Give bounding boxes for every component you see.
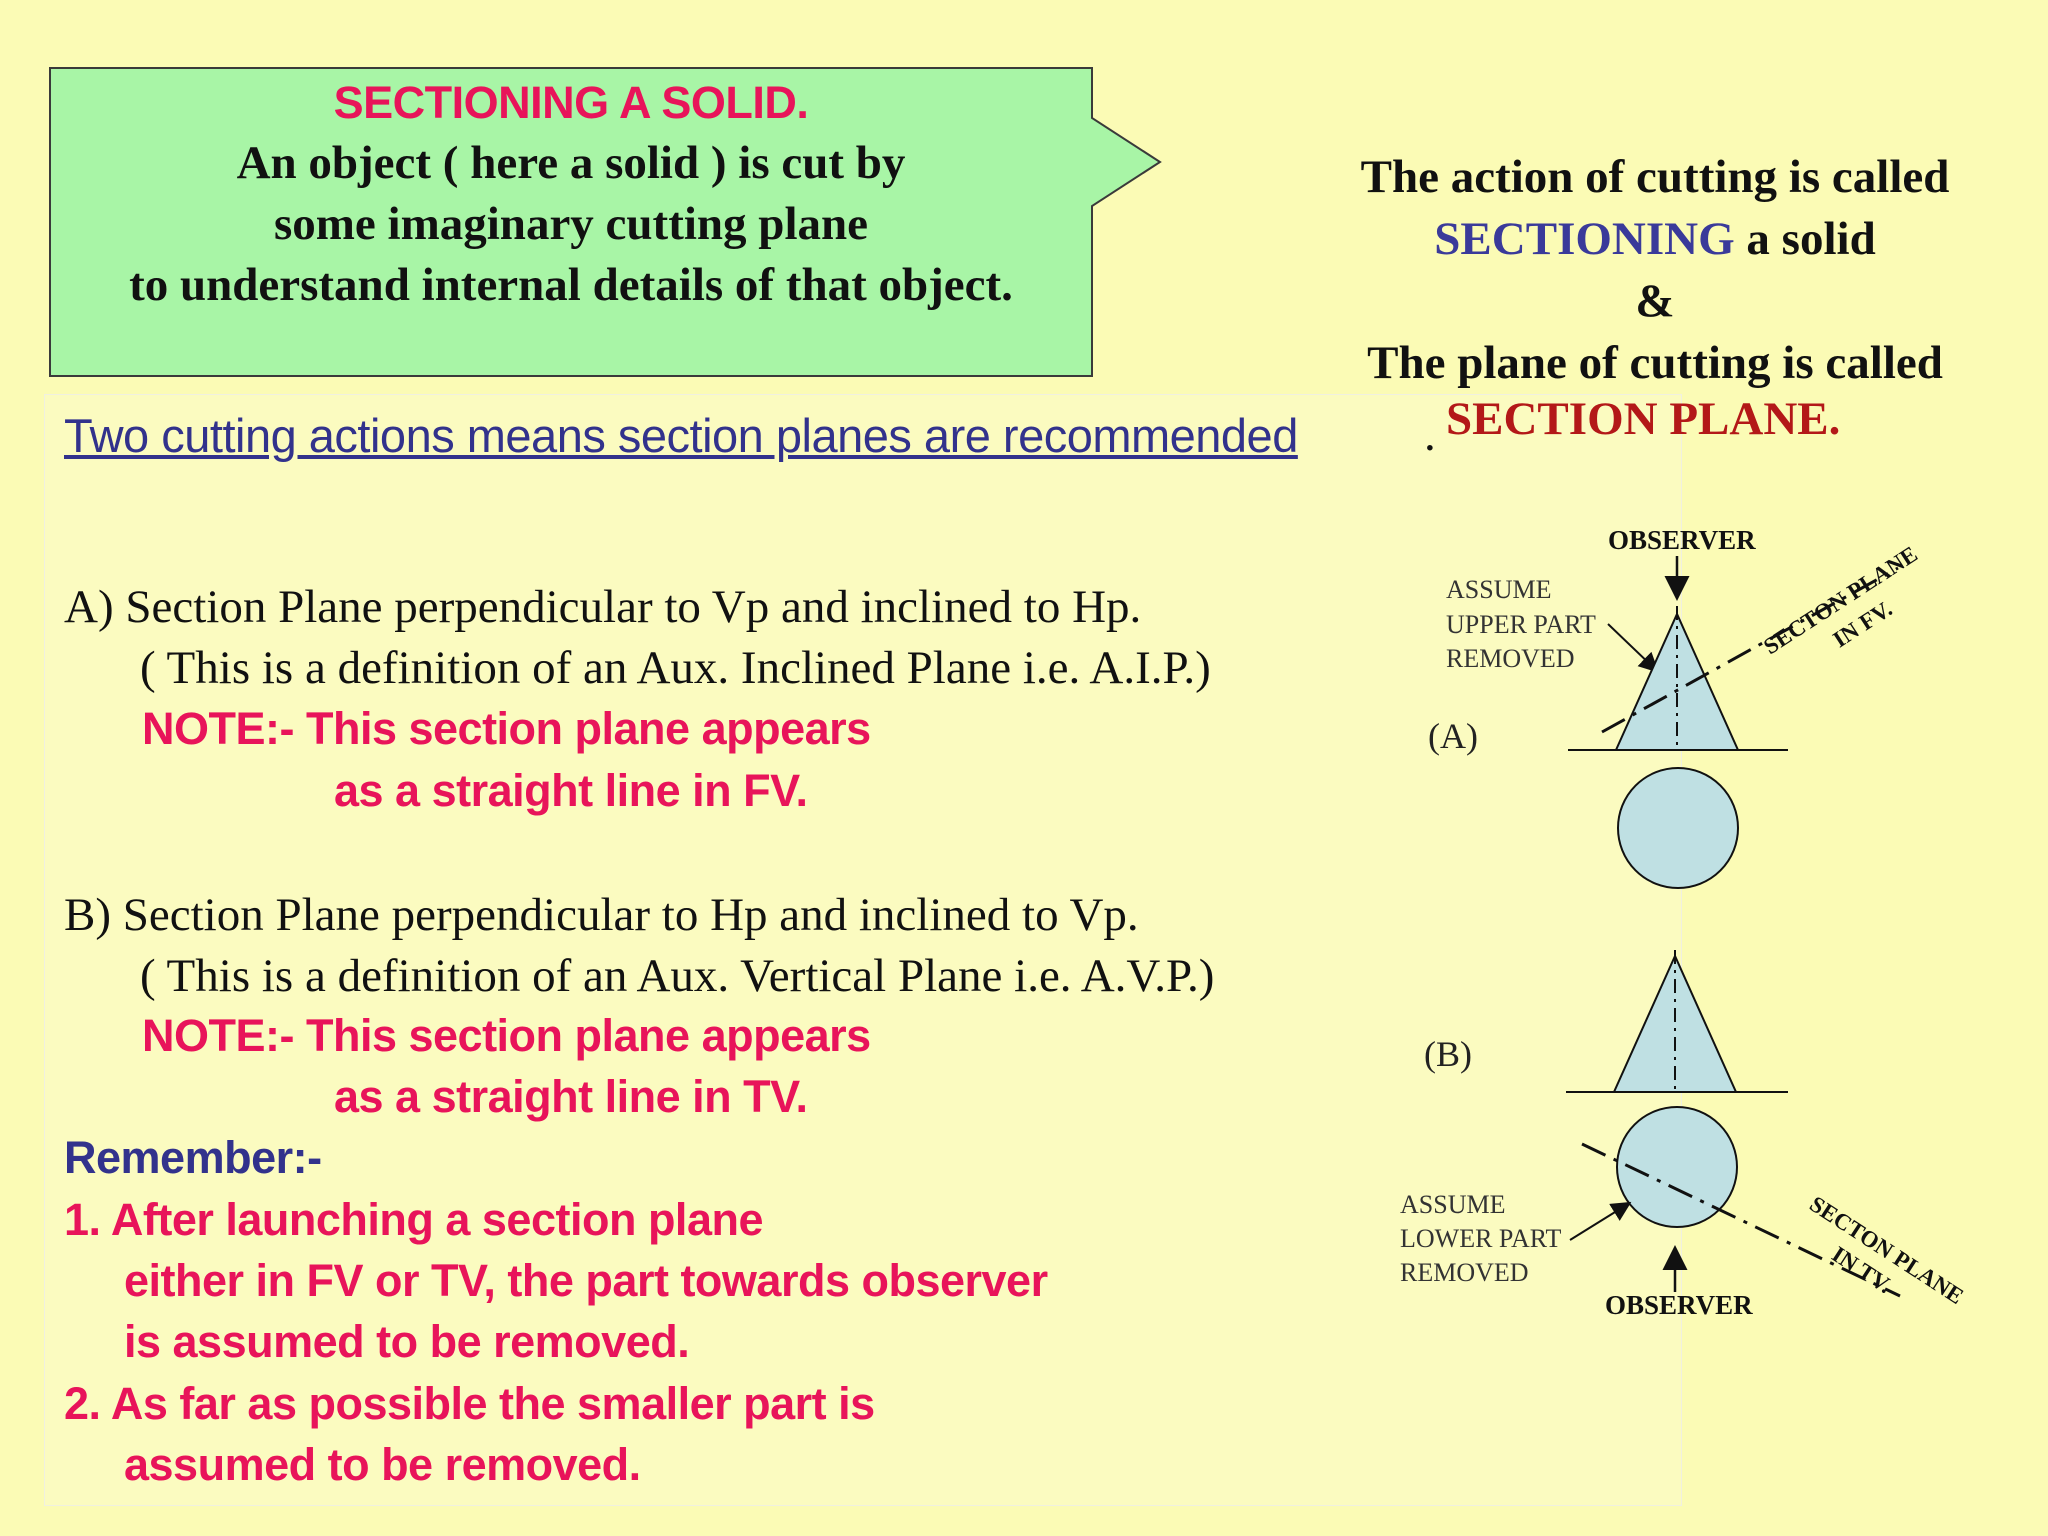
definition-line-1: The action of cutting is called [1360, 151, 1950, 203]
sectioning-term: SECTIONING [1434, 213, 1735, 265]
case-b-note-2: as a straight line in TV. [334, 1071, 808, 1122]
label-a: (A) [1428, 716, 1478, 756]
case-b-note-1: NOTE:- This section plane appears [142, 1010, 871, 1061]
callout-line-2: some imaginary cutting plane [273, 198, 869, 250]
definition-text: The action of cutting is called SECTIONI… [1290, 146, 2020, 394]
case-b-line-2: ( This is a definition of an Aux. Vertic… [140, 950, 1215, 1002]
callout-line-1: An object ( here a solid ) is cut by [236, 137, 906, 189]
case-a-line-2: ( This is a definition of an Aux. Inclin… [140, 642, 1211, 694]
case-a-note-2: as a straight line in FV. [334, 765, 808, 816]
assume-lower-3: REMOVED [1400, 1258, 1529, 1287]
section-plane-fv [1601, 566, 1899, 734]
a-solid-text: a solid [1734, 213, 1876, 265]
section-plane-term: SECTION PLANE. [1446, 393, 1841, 445]
label-b: (B) [1424, 1034, 1472, 1074]
case-b-line-1: B) Section Plane perpendicular to Hp and… [64, 889, 1139, 941]
definition-line-4: The plane of cutting is called [1367, 337, 1943, 389]
definition-line-2: SECTIONING a solid [1290, 208, 2020, 270]
cone-top-view-b [1616, 1106, 1738, 1228]
callout-box [49, 67, 1162, 377]
section-plane-tv [1581, 1142, 1901, 1298]
assume-lower-1: ASSUME [1400, 1190, 1505, 1219]
case-a-note-1: NOTE:- This section plane appears [142, 703, 871, 754]
remember-heading: Remember:- [64, 1132, 322, 1183]
content-panel [44, 394, 1682, 1506]
assume-upper-1: ASSUME [1446, 575, 1551, 604]
callout-text: SECTIONING A SOLID. An object ( here a s… [52, 72, 1090, 316]
case-a-line-1: A) Section Plane perpendicular to Vp and… [64, 581, 1142, 633]
remember-2a: 2. As far as possible the smaller part i… [64, 1378, 875, 1429]
remember-1c: is assumed to be removed. [124, 1316, 690, 1367]
assume-lower-arrow [1569, 1201, 1632, 1241]
remember-1b: either in FV or TV, the part towards obs… [124, 1255, 1048, 1306]
ampersand: & [1635, 275, 1675, 327]
callout-title: SECTIONING A SOLID. [333, 77, 809, 128]
callout-line-3: to understand internal details of that o… [129, 259, 1013, 311]
assume-lower-2: LOWER PART [1400, 1224, 1562, 1253]
recommended-heading: Two cutting actions means section planes… [64, 409, 1298, 462]
cone-top-view-a [1617, 767, 1739, 889]
assume-upper-3: REMOVED [1446, 644, 1575, 673]
observer-top-label: OBSERVER [1608, 525, 1756, 555]
assume-upper-arrow [1607, 623, 1659, 673]
observer-bottom-label: OBSERVER [1605, 1290, 1753, 1320]
heading-period: . [1424, 409, 1436, 461]
remember-2b: assumed to be removed. [124, 1439, 641, 1490]
remember-1a: 1. After launching a section plane [64, 1194, 763, 1245]
assume-upper-2: UPPER PART [1446, 610, 1596, 639]
